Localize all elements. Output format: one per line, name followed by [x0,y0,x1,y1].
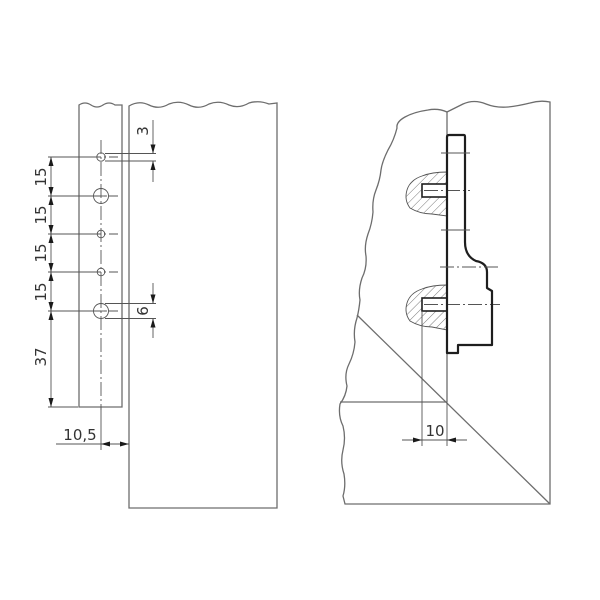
diagonal-break-line [356,314,551,505]
dim-top-offset: 3 [134,126,152,136]
dim-screw-offset-group: 10 [402,311,467,446]
hatched-section-lower [405,284,500,331]
panel-outline [338,100,551,505]
extension-lines [48,156,118,408]
side-panel [128,101,278,509]
hatched-section-upper [405,171,470,217]
dim-pitch-2: 15 [32,205,50,224]
mounting-strip [78,102,123,408]
dim-top-offset-group: 3 [105,120,156,182]
dim-edge-distance-group: 10,5 [56,407,129,450]
vertical-dimension-chain: 15 15 15 15 37 [32,157,54,407]
dim-pitch-4: 15 [32,282,50,301]
side-section-view: 10 [338,100,551,505]
front-view: 15 15 15 15 37 3 6 [32,101,278,509]
dim-edge-distance: 10,5 [63,426,96,444]
dim-screw-offset: 10 [425,422,444,440]
bracket-profile [445,133,494,355]
dim-pitch-3: 15 [32,243,50,262]
dim-hole-diameter: 6 [134,306,152,316]
dim-hole-diameter-group: 6 [105,283,156,338]
dim-pitch-1: 15 [32,167,50,186]
dim-bottom-offset: 37 [32,347,50,366]
